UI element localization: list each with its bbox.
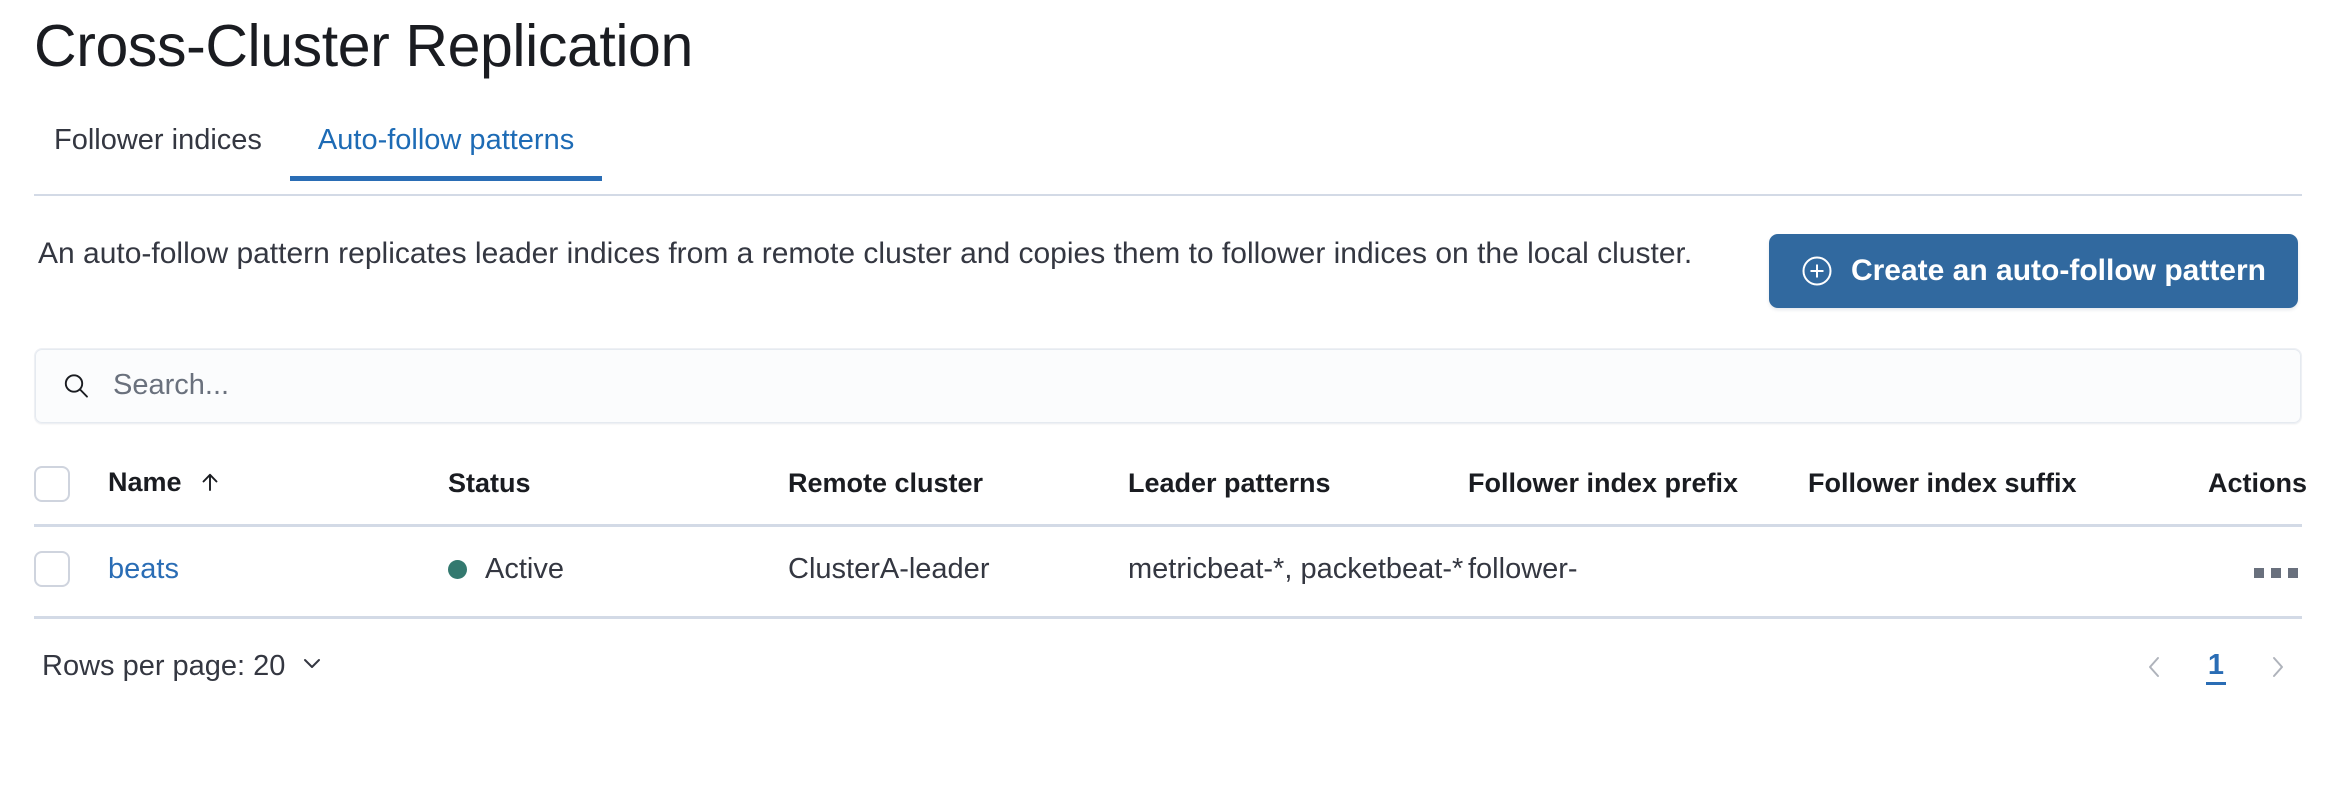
create-button-label: Create an auto-follow pattern	[1850, 253, 2266, 287]
intro-description: An auto-follow pattern replicates leader…	[38, 236, 1693, 270]
chevron-right-icon[interactable]	[2260, 650, 2294, 684]
select-all-checkbox[interactable]	[34, 465, 70, 502]
ellipsis-dot-icon	[2271, 567, 2281, 578]
cell-actions	[2208, 525, 2302, 619]
rows-per-page-label: Rows per page: 20	[42, 650, 286, 683]
chevron-down-icon	[299, 650, 325, 684]
table-footer: Rows per page: 20 1	[34, 649, 2302, 686]
status-dot-icon	[448, 559, 467, 579]
header-actions: Actions	[2208, 451, 2307, 527]
search-icon	[61, 371, 91, 401]
table-row: beats Active ClusterA-leader metricbeat-…	[34, 525, 2302, 619]
table-header-row: Name Status Remote cluster Leader patter…	[34, 451, 2307, 527]
row-checkbox[interactable]	[34, 551, 70, 588]
create-auto-follow-pattern-button[interactable]: Create an auto-follow pattern	[1768, 233, 2298, 308]
header-leader-patterns[interactable]: Leader patterns	[1128, 451, 1468, 527]
cell-status: Active	[448, 525, 788, 619]
arrow-up-icon	[199, 469, 221, 500]
header-follower-index-suffix[interactable]: Follower index suffix	[1808, 451, 2208, 527]
pattern-name-link[interactable]: beats	[108, 552, 179, 585]
plus-in-circle-icon	[1801, 255, 1833, 287]
header-name-label: Name	[108, 467, 182, 498]
ellipsis-dot-icon	[2288, 567, 2298, 578]
ellipsis-dot-icon	[2254, 567, 2264, 578]
cell-follower-index-prefix: follower-	[1468, 525, 1808, 619]
header-name[interactable]: Name	[108, 451, 448, 527]
intro-section: An auto-follow pattern replicates leader…	[34, 232, 2302, 308]
tab-follower-indices[interactable]: Follower indices	[34, 120, 290, 181]
header-remote-cluster[interactable]: Remote cluster	[788, 451, 1128, 527]
header-status[interactable]: Status	[448, 451, 788, 527]
status-label: Active	[485, 552, 564, 585]
header-select-all	[34, 451, 108, 527]
cell-follower-index-suffix	[1808, 525, 2208, 619]
tab-auto-follow-patterns[interactable]: Auto-follow patterns	[289, 120, 603, 181]
search-input[interactable]	[113, 369, 2275, 403]
pagination-page-1[interactable]: 1	[2205, 649, 2226, 686]
search-bar[interactable]	[34, 347, 2302, 424]
row-select-cell	[34, 525, 108, 619]
cell-leader-patterns: metricbeat-*, packetbeat-*	[1128, 525, 1468, 619]
header-follower-index-prefix[interactable]: Follower index prefix	[1468, 451, 1808, 527]
tab-bar: Follower indices Auto-follow patterns	[34, 120, 2302, 196]
cell-remote-cluster: ClusterA-leader	[788, 525, 1128, 619]
row-actions-menu-button[interactable]	[2250, 564, 2302, 582]
auto-follow-patterns-table: Name Status Remote cluster Leader patter…	[34, 451, 2307, 619]
rows-per-page-selector[interactable]: Rows per page: 20	[42, 650, 325, 684]
page-title: Cross-Cluster Replication	[34, 13, 693, 79]
pagination: 1	[2138, 649, 2294, 686]
chevron-left-icon[interactable]	[2138, 650, 2172, 684]
cell-name: beats	[108, 525, 448, 619]
